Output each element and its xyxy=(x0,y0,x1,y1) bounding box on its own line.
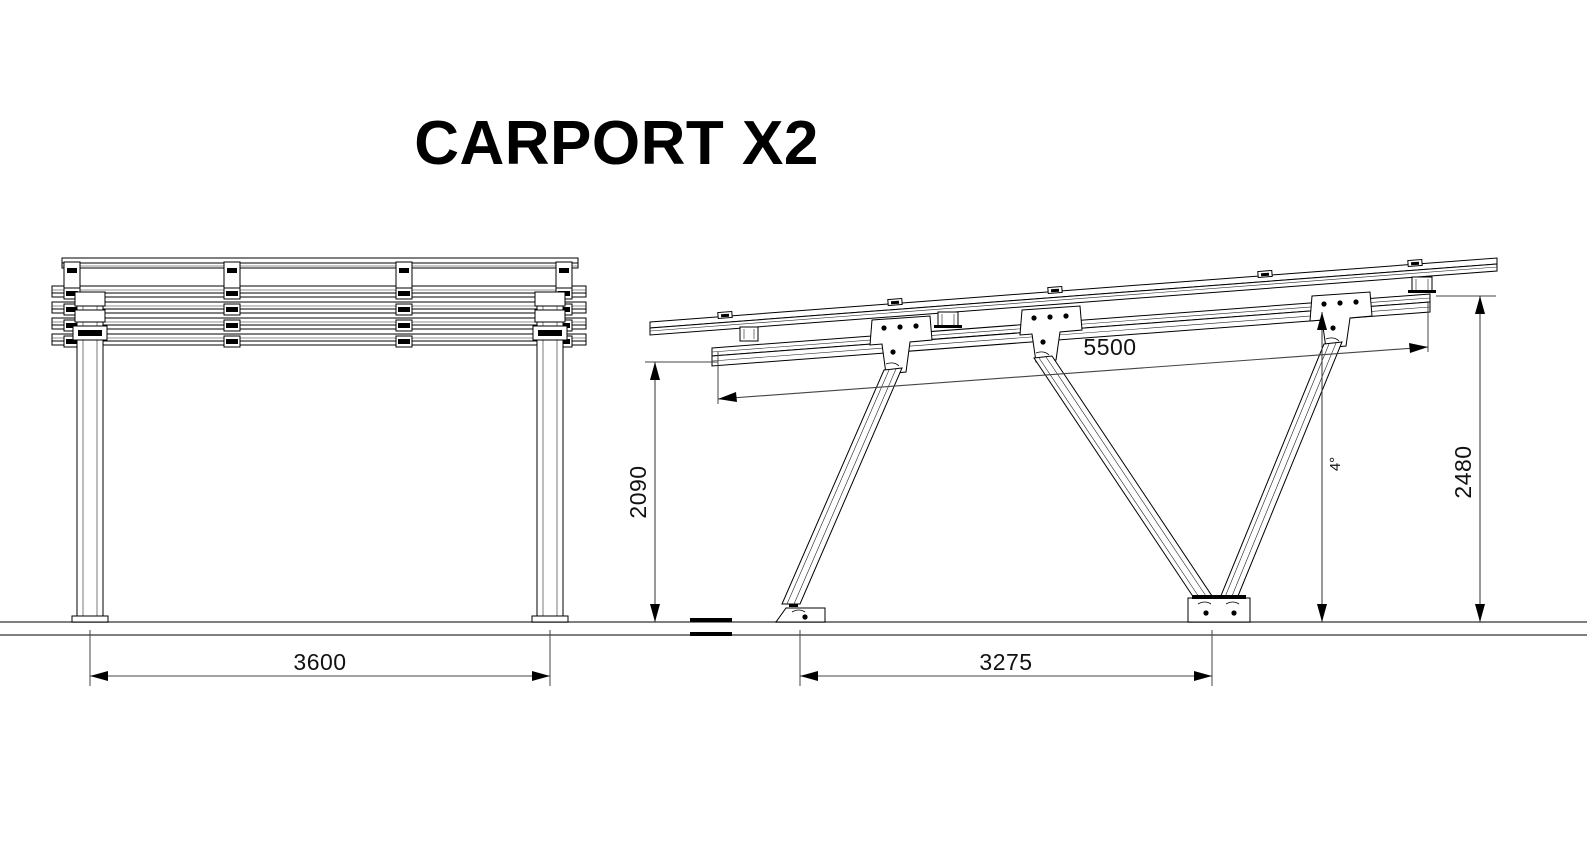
base-plate xyxy=(775,604,826,623)
front-column-left xyxy=(71,291,109,623)
dimension-3600: 3600 xyxy=(89,630,551,686)
clamp-group xyxy=(223,261,241,348)
clamp-group xyxy=(63,261,81,348)
front-upper-rail xyxy=(61,257,579,269)
side-elevation-view: 5500 2090 2480 xyxy=(625,257,1498,686)
base-plate xyxy=(1187,595,1251,623)
dimension-2090: 2090 xyxy=(625,361,718,622)
dimension-label-2090: 2090 xyxy=(625,465,651,518)
dimension-label-2480: 2480 xyxy=(1450,445,1476,498)
dimension-2480: 2480 xyxy=(1436,295,1496,622)
page-title: CARPORT X2 xyxy=(414,109,819,178)
front-elevation-view: 3600 xyxy=(51,257,587,686)
side-top-purlin xyxy=(649,257,1498,336)
coupler xyxy=(739,326,759,342)
ground-lines xyxy=(0,621,1587,636)
dimension-label-3600: 3600 xyxy=(293,649,346,675)
dimension-5500: 5500 xyxy=(717,302,1429,404)
leg-middle xyxy=(1033,355,1213,599)
side-support-legs xyxy=(781,341,1343,605)
dimension-angle-4deg: 4° xyxy=(1317,312,1344,622)
front-column-right xyxy=(531,291,569,623)
gusset-plate xyxy=(1309,291,1373,349)
leg-left xyxy=(781,367,903,605)
side-gusset-plates xyxy=(869,291,1373,375)
clamp-group xyxy=(395,261,413,348)
dimension-label-3275: 3275 xyxy=(979,649,1032,675)
leg-right xyxy=(1219,341,1343,599)
coupler xyxy=(1408,276,1436,293)
dimension-label-angle: 4° xyxy=(1327,457,1344,471)
dimension-label-5500: 5500 xyxy=(1083,334,1136,360)
side-base-plates xyxy=(775,595,1251,623)
side-module-clips xyxy=(717,258,1423,320)
front-rail-rows xyxy=(51,285,587,346)
side-purlin-couplers xyxy=(739,276,1436,342)
gusset-plate xyxy=(869,315,933,375)
ground-tick-marks xyxy=(690,618,732,636)
dimension-3275: 3275 xyxy=(799,630,1213,686)
coupler xyxy=(934,311,962,328)
gusset-plate xyxy=(1019,305,1083,363)
